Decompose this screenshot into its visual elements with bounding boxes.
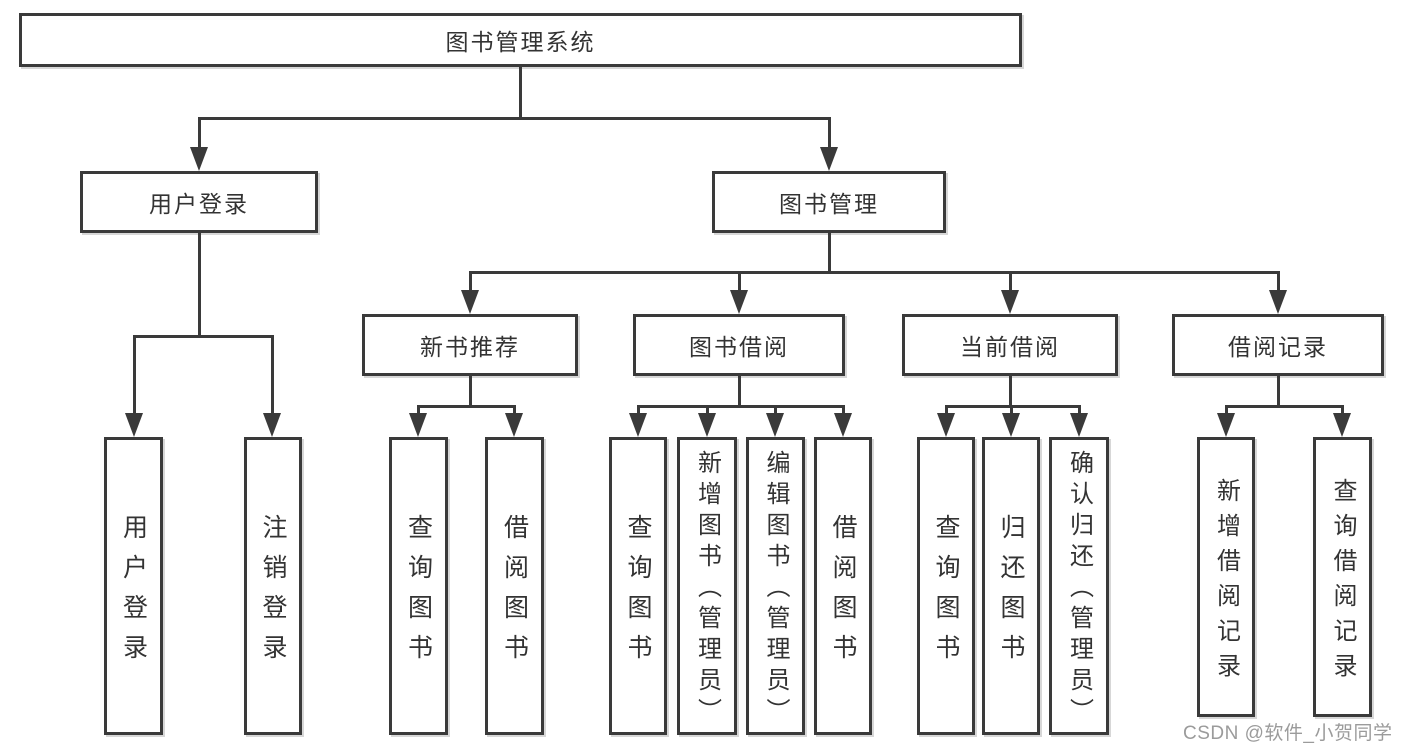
- connector-branch: [197, 116, 831, 120]
- connector-stem: [468, 376, 472, 406]
- node-book-management: 图书管理: [712, 171, 946, 233]
- node-library-system-label: 图书管理系统: [445, 29, 596, 55]
- leaf-nbr-query-book-label: 查询图书: [404, 513, 433, 674]
- leaf-nbr-borrow-book: 借阅图书: [485, 437, 544, 735]
- node-borrow-record: 借阅记录: [1172, 314, 1384, 376]
- arrowhead-icon: [698, 413, 716, 437]
- leaf-br-add-record-label: 新增借阅记录: [1212, 477, 1240, 688]
- arrowhead-icon: [1269, 290, 1287, 314]
- connector-branch: [944, 404, 1081, 408]
- leaf-cb-return-book: 归还图书: [982, 437, 1040, 735]
- connector-drop: [512, 406, 516, 417]
- arrowhead-icon: [1333, 413, 1351, 437]
- connector-drop: [1009, 406, 1013, 417]
- connector-branch: [132, 334, 274, 338]
- arrowhead-icon: [461, 290, 479, 314]
- csdn-watermark: CSDN @软件_小贺同学: [1183, 723, 1393, 744]
- arrowhead-icon: [1217, 413, 1235, 437]
- leaf-nbr-borrow-book-label: 借阅图书: [500, 513, 529, 674]
- connector-drop: [270, 336, 274, 417]
- leaf-cb-confirm-return-admin: 确认归还（管理员）: [1049, 437, 1109, 735]
- connector-stem: [1276, 376, 1280, 406]
- connector-branch: [1224, 404, 1344, 408]
- connector-drop: [1340, 406, 1344, 417]
- node-current-borrow-label: 当前借阅: [960, 334, 1060, 360]
- connector-drop: [827, 118, 831, 151]
- node-book-management-label: 图书管理: [779, 191, 879, 217]
- leaf-bb-query-book: 查询图书: [609, 437, 667, 735]
- leaf-logout-login-label: 注销登录: [259, 513, 287, 674]
- leaf-logout-login: 注销登录: [244, 437, 302, 735]
- connector-drop: [944, 406, 948, 417]
- arrowhead-icon: [766, 413, 784, 437]
- connector-drop: [773, 406, 777, 417]
- node-current-borrow: 当前借阅: [902, 314, 1118, 376]
- leaf-bb-add-book-admin: 新增图书（管理员）: [677, 437, 737, 735]
- connector-drop: [1077, 406, 1081, 417]
- connector-drop: [636, 406, 640, 417]
- arrowhead-icon: [409, 413, 427, 437]
- leaf-cb-query-book: 查询图书: [917, 437, 975, 735]
- leaf-bb-edit-book-admin-label: 编辑图书（管理员）: [762, 450, 789, 729]
- leaf-bb-borrow-book: 借阅图书: [814, 437, 872, 735]
- node-library-system: 图书管理系统: [19, 13, 1022, 67]
- connector-stem: [737, 376, 741, 406]
- arrowhead-icon: [1070, 413, 1088, 437]
- connector-drop: [705, 406, 709, 417]
- connector-drop: [132, 336, 136, 417]
- leaf-cb-confirm-return-admin-label: 确认归还（管理员）: [1065, 450, 1093, 729]
- arrowhead-icon: [263, 413, 281, 437]
- connector-drop: [416, 406, 420, 417]
- arrowhead-icon: [1001, 290, 1019, 314]
- leaf-bb-query-book-label: 查询图书: [624, 513, 652, 674]
- arrowhead-icon: [629, 413, 647, 437]
- connector-branch: [416, 404, 516, 408]
- connector-drop: [1276, 272, 1280, 294]
- node-new-book-recommend-label: 新书推荐: [420, 334, 520, 360]
- arrowhead-icon: [730, 290, 748, 314]
- connector-stem: [827, 233, 831, 272]
- leaf-cb-return-book-label: 归还图书: [997, 513, 1025, 674]
- node-borrow-record-label: 借阅记录: [1228, 334, 1328, 360]
- node-book-borrow-label: 图书借阅: [689, 334, 789, 360]
- leaf-bb-edit-book-admin: 编辑图书（管理员）: [746, 437, 805, 735]
- leaf-br-query-record: 查询借阅记录: [1313, 437, 1372, 717]
- leaf-cb-query-book-label: 查询图书: [932, 513, 960, 674]
- leaf-br-add-record: 新增借阅记录: [1197, 437, 1255, 717]
- connector-drop: [468, 272, 472, 294]
- node-book-borrow: 图书借阅: [633, 314, 845, 376]
- connector-drop: [841, 406, 845, 417]
- node-new-book-recommend: 新书推荐: [362, 314, 578, 376]
- leaf-user-login-label: 用户登录: [119, 513, 148, 674]
- arrowhead-icon: [190, 147, 208, 171]
- leaf-bb-borrow-book-label: 借阅图书: [829, 513, 857, 674]
- leaf-user-login: 用户登录: [104, 437, 163, 735]
- arrowhead-icon: [937, 413, 955, 437]
- arrowhead-icon: [820, 147, 838, 171]
- connector-stem: [1008, 376, 1012, 406]
- node-user-login: 用户登录: [80, 171, 318, 233]
- arrowhead-icon: [125, 413, 143, 437]
- arrowhead-icon: [834, 413, 852, 437]
- node-user-login-label: 用户登录: [149, 191, 249, 217]
- leaf-br-query-record-label: 查询借阅记录: [1329, 477, 1356, 688]
- arrowhead-icon: [505, 413, 523, 437]
- connector-drop: [1224, 406, 1228, 417]
- leaf-nbr-query-book: 查询图书: [389, 437, 448, 735]
- connector-branch: [468, 270, 1280, 274]
- connector-drop: [1008, 272, 1012, 294]
- arrowhead-icon: [1002, 413, 1020, 437]
- connector-drop: [197, 118, 201, 151]
- connector-branch: [636, 404, 845, 408]
- leaf-bb-add-book-admin-label: 新增图书（管理员）: [693, 450, 721, 729]
- connector-stem: [197, 233, 201, 336]
- connector-stem: [518, 67, 522, 118]
- connector-drop: [737, 272, 741, 294]
